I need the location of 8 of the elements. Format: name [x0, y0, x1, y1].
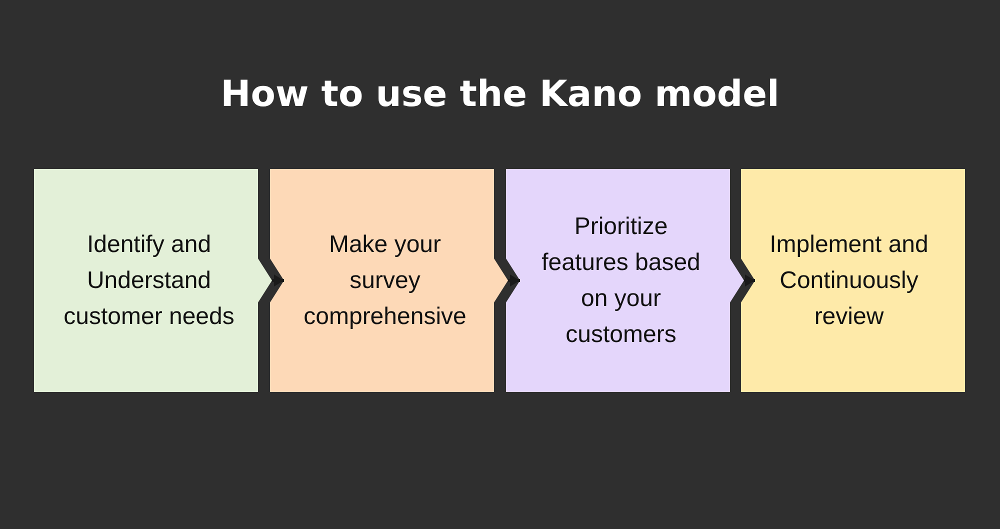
arrow: [508, 274, 520, 286]
step-box: Make your survey comprehensive: [270, 169, 508, 392]
step-box: Implement and Continuously review: [741, 169, 965, 392]
arrow: [272, 274, 284, 286]
step-box: Prioritize features based on your customers: [506, 169, 744, 392]
step-box: Identify and Understand customer needs: [34, 169, 272, 392]
arrow: [744, 274, 755, 286]
title: How to use the Kano model: [220, 73, 780, 117]
